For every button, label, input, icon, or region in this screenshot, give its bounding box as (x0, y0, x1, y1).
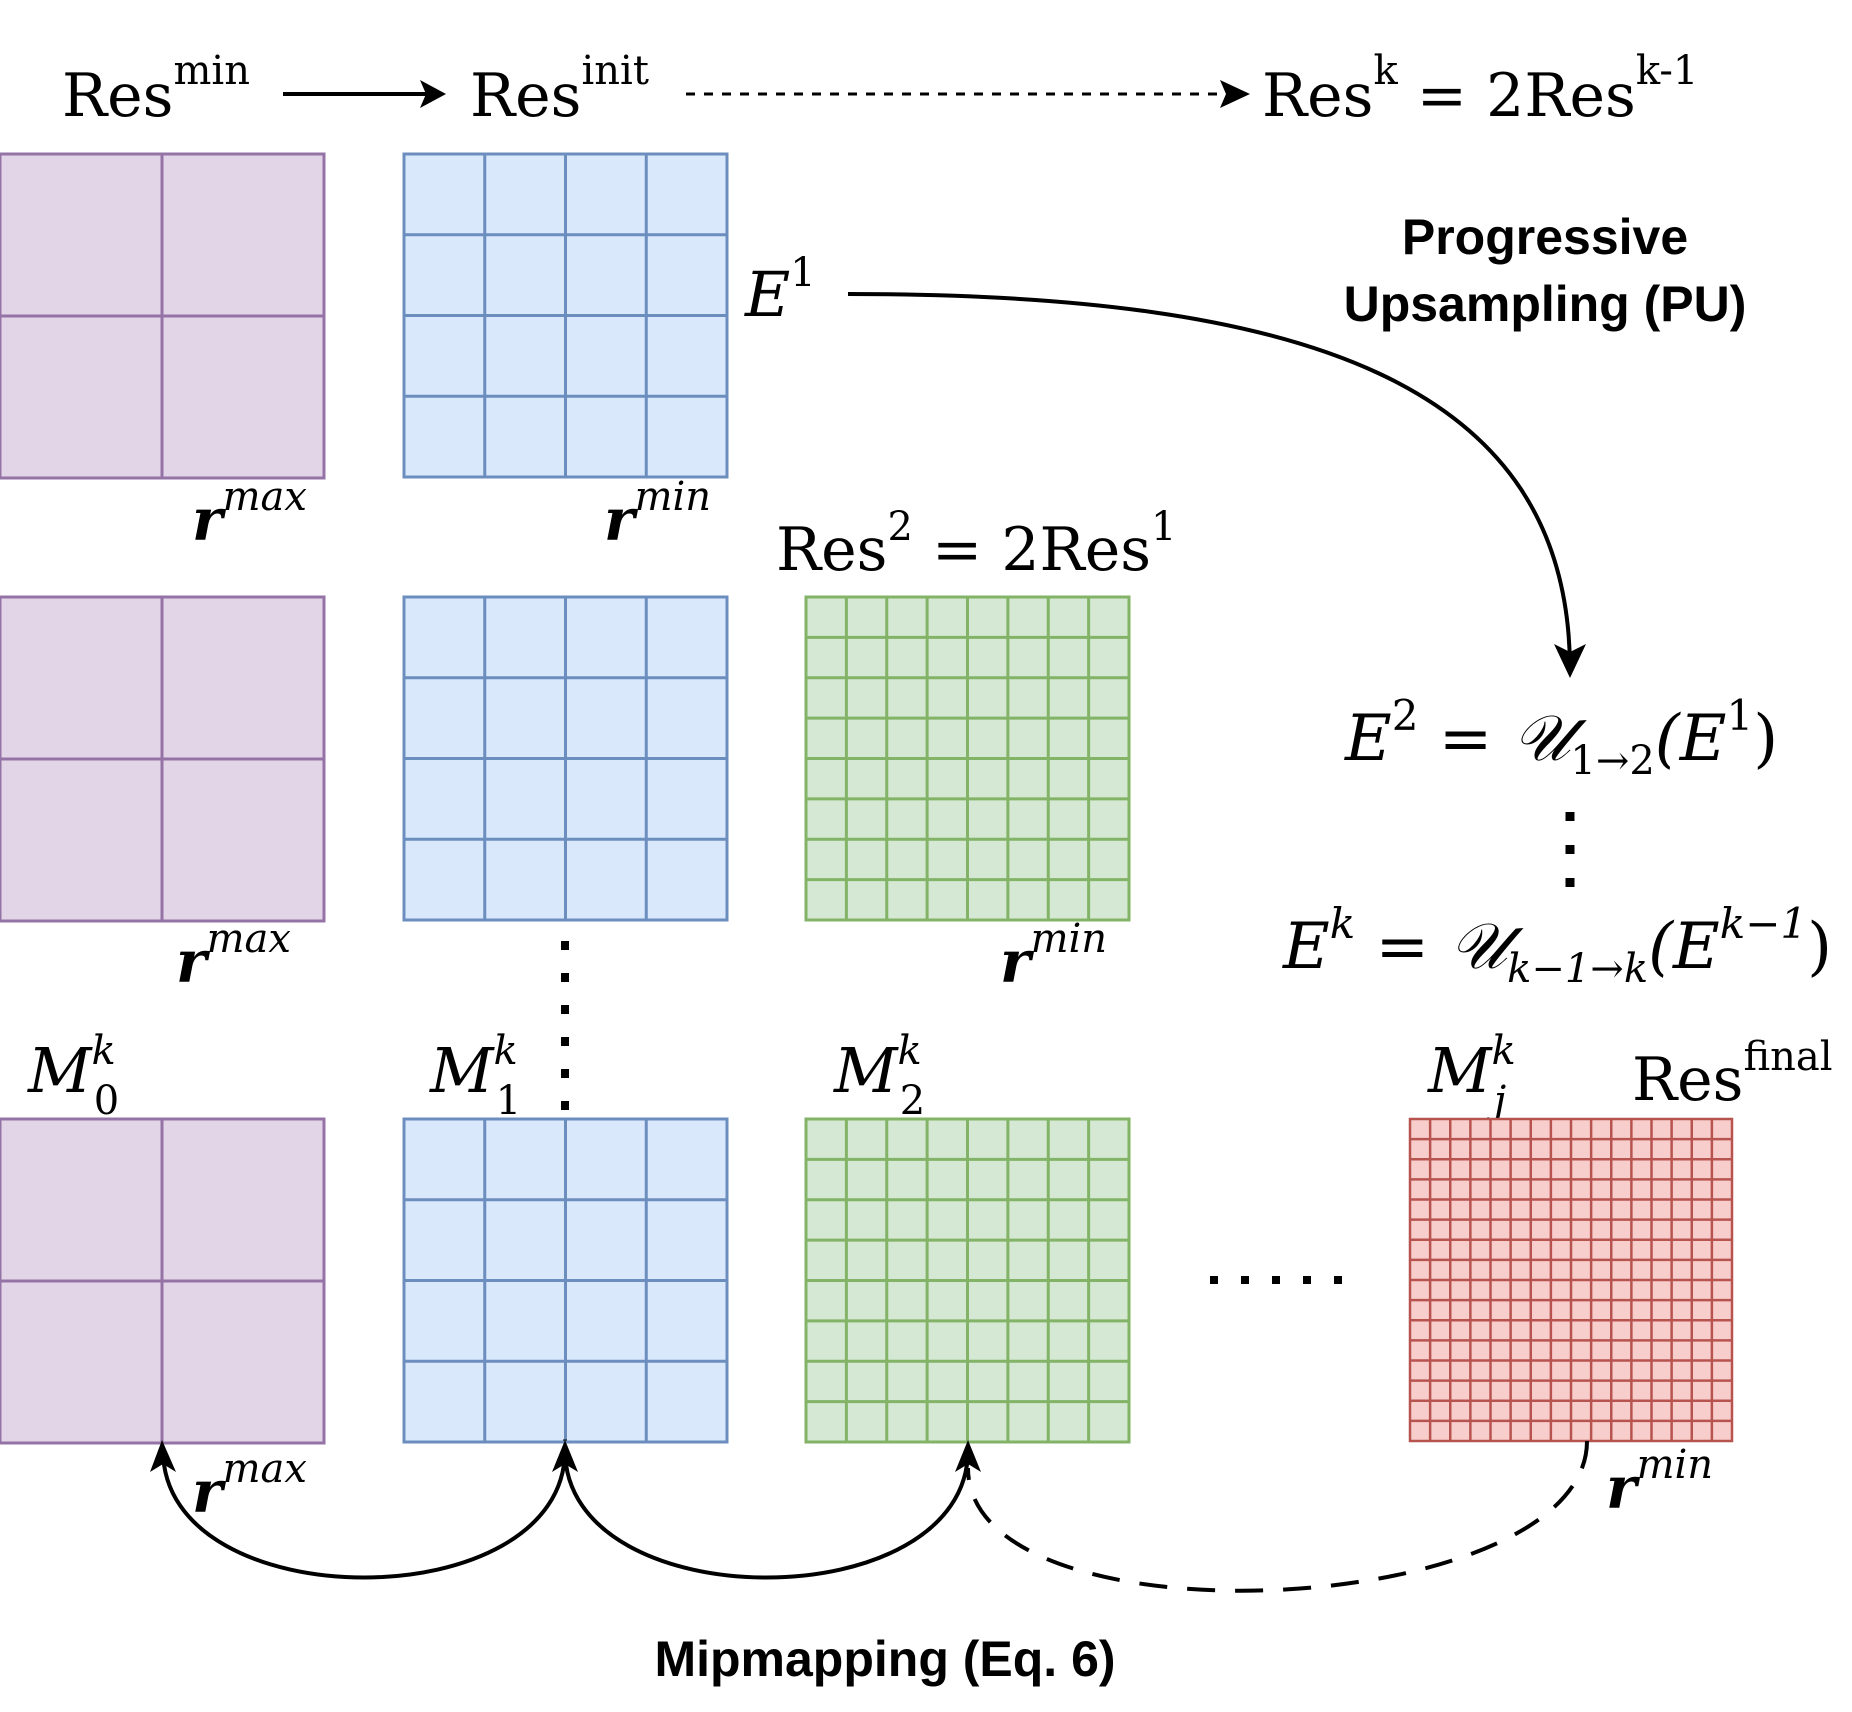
mip-arc-j-to-2 (966, 1440, 1589, 1593)
grid-row1-purple (0, 152, 326, 480)
arrowhead (955, 1440, 981, 1472)
grid-row3-blue (402, 1117, 729, 1444)
grid-row3-red (1408, 1117, 1734, 1443)
res-min-label: Resmin (62, 48, 250, 131)
grid-row2-purple (0, 595, 326, 923)
r-min-row1: rmin (604, 474, 711, 554)
mipmapping-title: Mipmapping (Eq. 6) (654, 1631, 1115, 1687)
arrowhead (150, 1440, 176, 1472)
res-final-label: Resfinal (1632, 1034, 1833, 1115)
mip-arc-2-to-1 (563, 1449, 970, 1580)
grid-row2-green (804, 595, 1131, 922)
res2-label: Res2 = 2Res1 (776, 504, 1176, 585)
pu-curved-arrow (847, 292, 1572, 671)
mip-arc-1-to-0 (161, 1449, 567, 1580)
e1-label: E1 (744, 250, 816, 331)
r-max-row1: rmax (192, 474, 307, 554)
arrowhead (1220, 80, 1250, 108)
grid-row1-blue (402, 152, 729, 479)
arrowhead (420, 80, 446, 108)
grid-row3-purple (0, 1117, 326, 1445)
res-k-label: Resk = 2Resk-1 (1262, 48, 1698, 131)
ek-equation: Ek = 𝒰k−1→k(Ek−1) (1282, 899, 1832, 992)
r-min-row3: rmin (1606, 1442, 1713, 1522)
pu-title-line2: Upsampling (PU) (1344, 276, 1747, 332)
arrowhead (1554, 644, 1586, 678)
e2-equation: E2 = 𝒰1→2(E1) (1344, 691, 1778, 784)
grid-row3-green (804, 1117, 1131, 1444)
pu-title-line1: Progressive (1402, 209, 1688, 265)
r-max-row3: rmax (192, 1446, 307, 1526)
r-min-row2: rmin (1000, 916, 1107, 996)
res-init-label: Resinit (470, 48, 649, 131)
grid-row2-blue (402, 595, 729, 922)
arrowhead (552, 1440, 578, 1472)
r-max-row2: rmax (176, 916, 291, 996)
